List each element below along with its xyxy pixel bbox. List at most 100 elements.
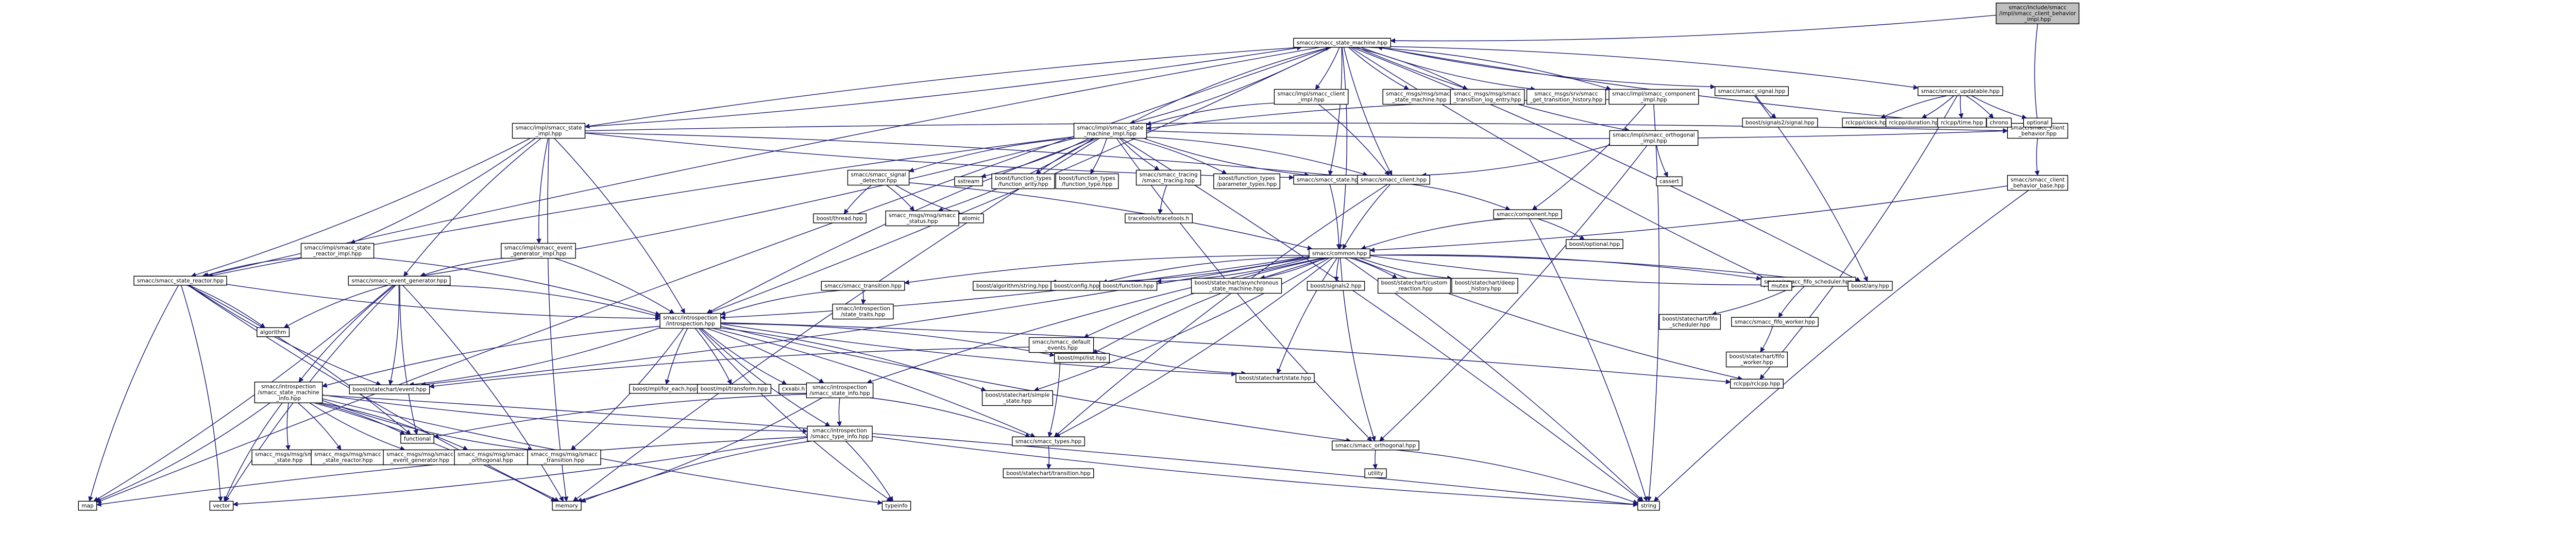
include-edge-n11-n83	[1121, 137, 1643, 502]
graph-node-n65[interactable]: smacc/introspection/smacc_state_info.hpp	[806, 382, 874, 399]
graph-node-label: boost/signals2/signal.hpp	[1745, 119, 1815, 126]
graph-node-n81[interactable]: memory	[552, 501, 582, 511]
graph-node-n47[interactable]: boost/mpl/list.hpp	[1054, 353, 1110, 363]
graph-node-n37[interactable]: smacc/common.hpp	[1309, 248, 1370, 259]
graph-node-n79[interactable]: map	[78, 501, 97, 511]
graph-node-n55[interactable]: boost/statechart/fifo_worker.hpp	[1725, 351, 1788, 368]
graph-node-n28[interactable]: smacc/smacc_client_behavior_base.hpp	[2007, 175, 2069, 191]
include-edge-n42-n47	[720, 323, 1055, 357]
graph-node-n3[interactable]: smacc/impl/smacc_client_impl.hpp	[1274, 89, 1349, 105]
graph-node-n22[interactable]: boost/function_types/function_type.hpp	[1055, 173, 1119, 190]
graph-node-n62[interactable]: boost/mpl/for_each.hpp	[629, 384, 700, 394]
graph-node-n34[interactable]: boost/optional.hpp	[1565, 239, 1623, 249]
graph-node-n75[interactable]: smacc_msgs/msg/smacc_state_reactor.hpp	[311, 449, 385, 466]
graph-node-n70[interactable]: boost/statechart/transition.hpp	[1003, 468, 1094, 478]
graph-node-n64[interactable]: cxxabi.h	[778, 384, 808, 394]
graph-node-n41[interactable]: smacc/introspection/state_traits.hpp	[832, 303, 894, 320]
graph-node-n76[interactable]: smacc_msgs/msg/smacc_event_generator.hpp	[383, 449, 457, 466]
graph-node-n14[interactable]: rclcpp/clock.hpp	[1842, 117, 1893, 128]
graph-node-n18[interactable]: optional	[2023, 117, 2052, 128]
graph-node-n45[interactable]: boost/config.hpp	[1050, 281, 1103, 291]
include-edge-n65-n81	[577, 397, 823, 503]
graph-node-n24[interactable]: boost/function_types/parameter_types.hpp	[1213, 173, 1281, 190]
graph-node-n39[interactable]: smacc/smacc_event_generator.hpp	[348, 276, 451, 286]
graph-node-label: smacc/introspection	[663, 315, 718, 321]
graph-node-n61[interactable]: boost/statechart/event.hpp	[349, 384, 430, 394]
graph-node-n78[interactable]: smacc_msgs/msg/smacc_transition.hpp	[527, 449, 601, 466]
graph-node-n20[interactable]: sstream	[954, 176, 983, 186]
graph-node-n72[interactable]: utility	[1364, 468, 1387, 478]
graph-node-label: boost/statechart/event.hpp	[352, 386, 427, 392]
graph-node-n51[interactable]: boost/statechart/deep_history.hpp	[1451, 278, 1518, 294]
graph-node-n38[interactable]: smacc/smacc_state_reactor.hpp	[133, 276, 227, 286]
graph-node-n36[interactable]: smacc/impl/smacc_event_generator_impl.hp…	[501, 243, 576, 259]
include-edge-n3-n26	[1318, 104, 1389, 176]
graph-node-n80[interactable]: vector	[209, 501, 234, 511]
graph-node-n19[interactable]: smacc/smacc_signal_detector.hpp	[847, 169, 910, 186]
graph-node-n32[interactable]: tracetools/tracetools.h	[1125, 213, 1193, 223]
graph-node-n44[interactable]: boost/algorithm/string.hpp	[973, 281, 1052, 291]
graph-node-n13[interactable]: boost/signals2/signal.hpp	[1742, 117, 1818, 128]
graph-node-box	[349, 384, 430, 394]
graph-node-n42[interactable]: smacc/introspection/introspection.hpp	[659, 313, 721, 329]
graph-node-n9[interactable]: smacc/smacc_updatable.hpp	[1918, 86, 2004, 96]
graph-node-n1[interactable]: smacc/smacc_state_machine.hpp	[1293, 38, 1392, 48]
graph-node-n66[interactable]: smacc/introspection/smacc_type_info.hpp	[807, 425, 873, 442]
graph-node-n82[interactable]: typeinfo	[882, 501, 911, 511]
graph-node-box	[1331, 440, 1419, 451]
include-edge-n37-n68	[1276, 257, 1338, 374]
graph-node-n63[interactable]: boost/mpl/transform.hpp	[697, 384, 772, 394]
graph-node-n0[interactable]: smacc/include/smacc/impl/smacc_client_be…	[1995, 3, 2080, 25]
graph-node-n43[interactable]: smacc/smacc_default_events.hpp	[1028, 337, 1094, 353]
graph-node-n50[interactable]: boost/statechart/custom_reaction.hpp	[1377, 278, 1451, 294]
graph-node-n30[interactable]: smacc_msgs/msg/smacc_status.hpp	[885, 210, 959, 227]
graph-node-n10[interactable]: smacc/impl/smacc_state_impl.hpp	[512, 123, 586, 139]
graph-node-n67[interactable]: boost/statechart/simple_state.hpp	[981, 390, 1053, 406]
graph-node-label: boost/mpl/for_each.hpp	[633, 386, 697, 392]
include-edge-n1-n26	[1343, 47, 1393, 176]
graph-node-n71[interactable]: smacc/smacc_orthogonal.hpp	[1331, 440, 1419, 451]
graph-node-n56[interactable]: mutex	[1768, 281, 1792, 291]
graph-node-n8[interactable]: smacc/smacc_signal.hpp	[1714, 86, 1789, 96]
graph-node-n27[interactable]: cassert	[1656, 176, 1683, 186]
graph-node-n12[interactable]: smacc/impl/smacc_orthogonal_impl.hpp	[1609, 130, 1699, 146]
graph-node-n54[interactable]: smacc/smacc_fifo_worker.hpp	[1731, 317, 1819, 327]
graph-node-n48[interactable]: boost/statechart/asynchronous_state_mach…	[1191, 278, 1282, 294]
graph-node-n7[interactable]: smacc/impl/smacc_component_impl.hpp	[1608, 89, 1699, 105]
graph-node-n31[interactable]: atomic	[958, 213, 984, 223]
graph-node-n60[interactable]: smacc/introspection/smacc_state_machine_…	[254, 382, 323, 403]
graph-node-n4[interactable]: smacc_msgs/msg/smacc_state_machine.hpp	[1382, 89, 1456, 105]
graph-node-n29[interactable]: boost/thread.hpp	[813, 213, 867, 223]
graph-node-n49[interactable]: boost/signals2.hpp	[1307, 281, 1365, 291]
graph-node-n25[interactable]: smacc/smacc_state.hpp	[1293, 175, 1365, 185]
graph-node-n6[interactable]: smacc_msgs/srv/smacc_get_transition_hist…	[1526, 89, 1606, 105]
graph-node-n40[interactable]: smacc/smacc_transition.hpp	[821, 281, 905, 291]
graph-node-n26[interactable]: smacc/smacc_client.hpp	[1357, 175, 1430, 185]
graph-node-n35[interactable]: smacc/impl/smacc_state_reactor_impl.hpp	[300, 243, 375, 259]
graph-node-n73[interactable]: functional	[400, 434, 434, 444]
graph-node-n83[interactable]: string	[1637, 501, 1660, 511]
graph-node-n15[interactable]: rclcpp/duration.hpp	[1885, 117, 1946, 128]
graph-node-n33[interactable]: smacc/component.hpp	[1493, 209, 1562, 219]
graph-node-label: _machine_impl.hpp	[1083, 131, 1137, 137]
graph-node-n68[interactable]: boost/statechart/state.hpp	[1235, 373, 1315, 383]
graph-node-n23[interactable]: smacc/smacc_tracing/smacc_tracing.hpp	[1136, 169, 1201, 186]
graph-node-box	[1742, 117, 1818, 128]
graph-node-n58[interactable]: rclcpp/rclcpp.hpp	[1730, 379, 1784, 389]
graph-node-n5[interactable]: smacc_msgs/msg/smacc_transition_log_entr…	[1450, 89, 1525, 105]
graph-node-label: smacc/smacc_signal	[851, 172, 906, 178]
graph-node-n77[interactable]: smacc_msgs/msg/smacc_orthogonal.hpp	[454, 449, 528, 466]
graph-node-n57[interactable]: boost/any.hpp	[1848, 281, 1893, 291]
graph-node-n16[interactable]: rclcpp/time.hpp	[1937, 117, 1987, 128]
graph-node-n53[interactable]: boost/statechart/fifo_scheduler.hpp	[1658, 314, 1721, 330]
graph-node-n69[interactable]: smacc/smacc_types.hpp	[1012, 436, 1085, 446]
graph-node-n59[interactable]: algorithm	[257, 327, 290, 337]
graph-node-n11[interactable]: smacc/impl/smacc_state_machine_impl.hpp	[1073, 123, 1147, 139]
graph-node-box	[1309, 248, 1370, 259]
graph-node-n17[interactable]: chrono	[1986, 117, 2012, 128]
include-edge-n28-n83	[1653, 190, 2029, 502]
graph-node-n46[interactable]: boost/function.hpp	[1099, 281, 1158, 291]
graph-node-n21[interactable]: boost/function_types/function_arity.hpp	[991, 173, 1055, 190]
include-edge-n0-n1	[1390, 14, 1996, 43]
graph-node-label: smacc/impl/smacc_state	[515, 125, 582, 131]
